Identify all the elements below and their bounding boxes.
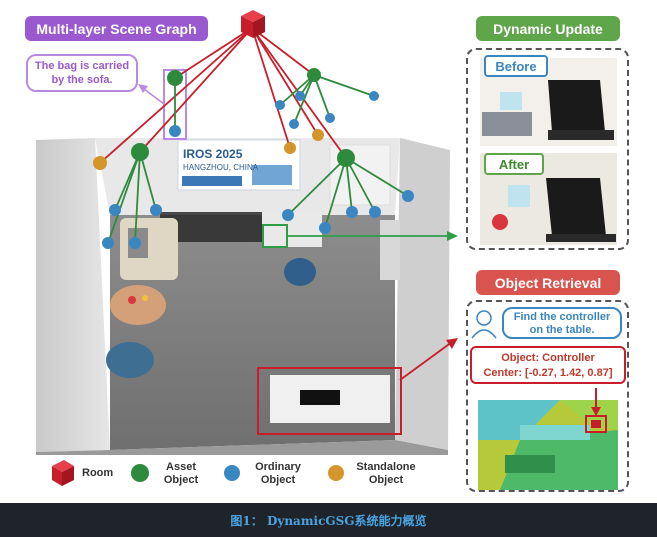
dynamic-update-title: Dynamic Update	[476, 16, 620, 41]
ordinary-node	[402, 190, 414, 202]
standalone-node	[284, 142, 296, 154]
object-retrieval-panel	[466, 300, 629, 492]
legend-asset-icon	[131, 464, 149, 482]
retrieval-pointcloud	[478, 400, 618, 490]
retrieval-result-box: Object: Controller Center: [-0.27, 1.42,…	[470, 346, 626, 384]
room-node	[241, 10, 265, 38]
ordinary-node	[319, 222, 331, 234]
point-cloud-room	[36, 138, 450, 455]
ordinary-node	[102, 237, 114, 249]
user-icon	[471, 310, 497, 339]
poster-line2: HANGZHOU, CHINA	[183, 163, 259, 172]
furniture	[106, 212, 400, 423]
relation-callout-text: The bag is carried by the sofa.	[34, 60, 130, 86]
caption-bar: 图1： DynamicGSG系统能力概览	[0, 503, 657, 537]
asset-node-sofa	[131, 143, 149, 161]
ordinary-node	[169, 125, 181, 137]
asset-node-bag	[167, 70, 183, 86]
legend-ordinary-label: Ordinary Object	[255, 461, 301, 486]
legend-room-icon	[52, 460, 74, 486]
object-retrieval-arrow	[399, 341, 453, 381]
ordinary-node	[129, 237, 141, 249]
query-text: Find the controller on the table.	[513, 311, 611, 336]
after-label: After	[484, 153, 544, 175]
ordinary-node	[109, 204, 121, 216]
asset-node-desk	[337, 149, 355, 167]
ordinary-node	[369, 91, 379, 101]
standalone-node	[312, 129, 324, 141]
ordinary-node	[289, 119, 299, 129]
iros-poster	[177, 139, 301, 191]
before-photo	[480, 58, 617, 146]
standalone-node	[93, 156, 107, 170]
ordinary-node	[150, 204, 162, 216]
scene-graph-title: Multi-layer Scene Graph	[25, 16, 208, 41]
ordinary-node	[275, 100, 285, 110]
object-retrieval-title: Object Retrieval	[476, 270, 620, 295]
ordinary-node	[325, 113, 335, 123]
query-bubble: Find the controller on the table.	[502, 307, 622, 339]
ordinary-node	[282, 209, 294, 221]
before-label: Before	[484, 55, 548, 77]
legend-ordinary-icon	[224, 465, 240, 481]
legend-asset-label: Asset Object	[163, 461, 199, 486]
relation-callout: The bag is carried by the sofa.	[26, 54, 138, 92]
ordinary-node	[295, 91, 305, 101]
result-object: Object: Controller	[501, 352, 595, 364]
legend-room-label: Room	[82, 467, 114, 479]
figure-caption: 图1： DynamicGSG系统能力概览	[230, 513, 427, 528]
room-edges	[99, 27, 347, 164]
graph-nodes	[93, 10, 414, 249]
legend-standalone-icon	[328, 465, 344, 481]
asset-node-upper	[307, 68, 321, 82]
ordinary-node	[369, 206, 381, 218]
legend-standalone-label: Standalone Object	[356, 461, 416, 486]
ordinary-node	[346, 206, 358, 218]
asset-edges	[107, 74, 409, 244]
controller-highlight-box	[257, 367, 402, 435]
result-center: Center: [-0.27, 1.42, 0.87]	[483, 367, 613, 379]
poster-line1: IROS 2025	[183, 147, 243, 161]
dynamic-update-panel	[466, 48, 629, 250]
